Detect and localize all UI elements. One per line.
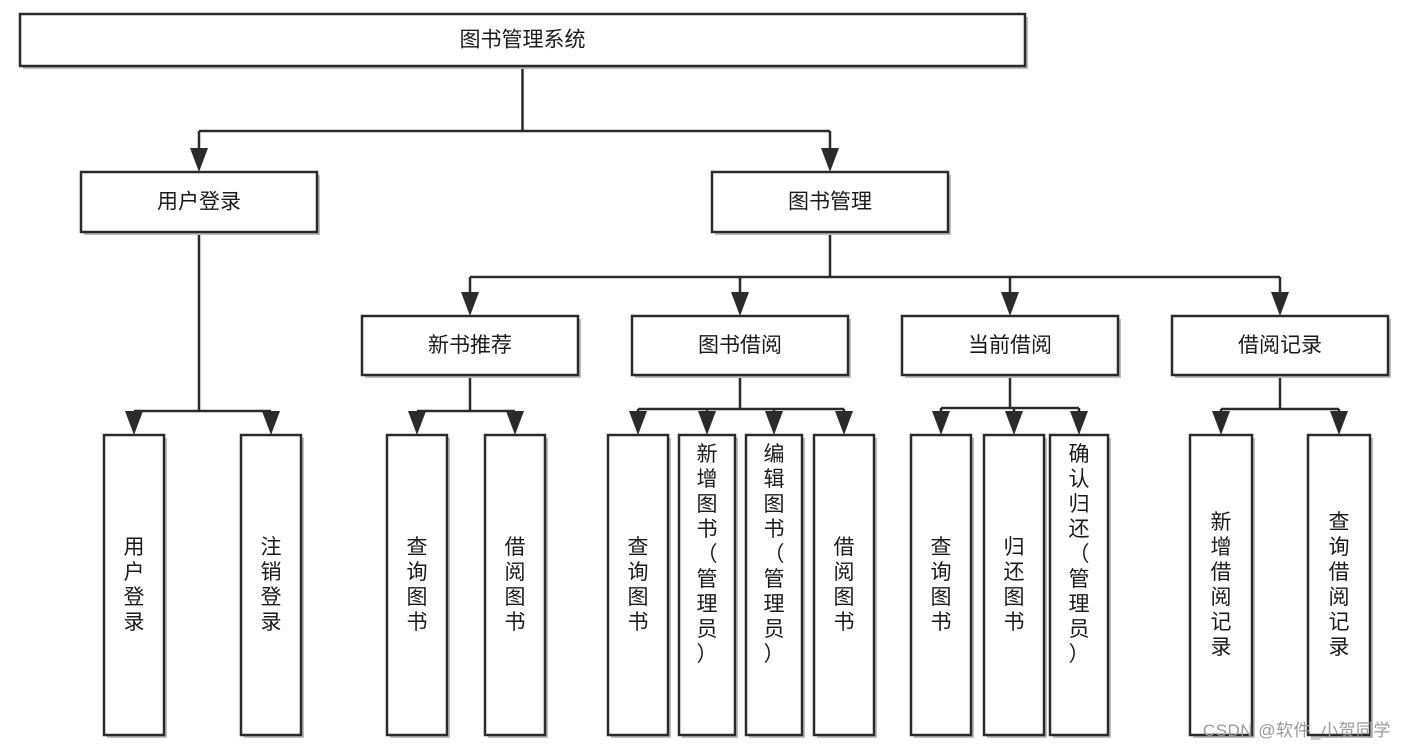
node-借阅记录[interactable]: 借阅记录: [1170, 314, 1391, 378]
node-box[interactable]: [79, 170, 319, 234]
node-label: 新增借阅记录: [1211, 511, 1232, 659]
node-编辑图书管理员[interactable]: 编辑图书（管理员）: [744, 433, 805, 738]
node-label: 图书管理系统: [460, 29, 586, 52]
node-box[interactable]: [18, 12, 1027, 68]
connector-group-n4: [629, 375, 853, 435]
node-确认归还管理员[interactable]: 确认归还（管理员）: [1048, 433, 1111, 738]
node-label: 用户登录: [124, 536, 145, 634]
node-label: 图书借阅: [698, 334, 782, 357]
node-查询借阅记录[interactable]: 查询借阅记录: [1306, 433, 1373, 738]
node-注销登录[interactable]: 注销登录: [239, 433, 304, 738]
node-box[interactable]: [1170, 314, 1390, 377]
node-查询图书[interactable]: 查询图书: [909, 433, 974, 738]
connector-group-n5: [932, 375, 1088, 435]
node-box[interactable]: [630, 314, 850, 377]
node-box[interactable]: [385, 433, 449, 737]
node-新增借阅记录[interactable]: 新增借阅记录: [1188, 433, 1255, 738]
node-box[interactable]: [239, 433, 303, 737]
node-label: 借阅图书: [834, 536, 855, 634]
node-当前借阅[interactable]: 当前借阅: [900, 314, 1121, 378]
connector-layer: [125, 66, 1348, 435]
node-box[interactable]: [1306, 433, 1372, 737]
node-box[interactable]: [710, 170, 950, 234]
node-label: 注销登录: [261, 536, 282, 634]
node-归还图书[interactable]: 归还图书: [982, 433, 1047, 738]
node-box[interactable]: [982, 433, 1046, 737]
node-label: 查询图书: [931, 536, 952, 634]
connector-group-n2: [461, 232, 1289, 316]
node-box[interactable]: [1188, 433, 1254, 737]
node-用户登录[interactable]: 用户登录: [102, 433, 167, 738]
connector-group-n1: [125, 232, 280, 435]
node-box[interactable]: [909, 433, 973, 737]
node-box[interactable]: [360, 314, 580, 377]
node-label: 用户登录: [157, 191, 241, 214]
node-查询图书[interactable]: 查询图书: [385, 433, 450, 738]
node-借阅图书[interactable]: 借阅图书: [483, 433, 548, 738]
connector-group-n0: [190, 66, 839, 172]
node-图书管理[interactable]: 图书管理: [710, 170, 951, 235]
node-box[interactable]: [1048, 433, 1110, 737]
node-label: 确认归还（管理员）: [1069, 443, 1090, 666]
connector-group-n3: [408, 375, 524, 435]
node-图书借阅[interactable]: 图书借阅: [630, 314, 851, 378]
node-label: 查询借阅记录: [1329, 511, 1350, 659]
node-新书推荐[interactable]: 新书推荐: [360, 314, 581, 378]
node-box[interactable]: [606, 433, 670, 737]
node-label: 新增图书（管理员）: [697, 443, 718, 666]
node-label: 归还图书: [1004, 536, 1025, 634]
node-layer: 图书管理系统用户登录图书管理新书推荐图书借阅当前借阅借阅记录用户登录注销登录查询…: [18, 12, 1391, 738]
node-查询图书[interactable]: 查询图书: [606, 433, 671, 738]
node-label: 编辑图书（管理员）: [764, 443, 785, 666]
connector-group-n6: [1212, 375, 1348, 435]
node-label: 当前借阅: [968, 334, 1052, 357]
node-box[interactable]: [900, 314, 1120, 377]
node-box[interactable]: [483, 433, 547, 737]
node-box[interactable]: [677, 433, 737, 737]
node-label: 查询图书: [628, 536, 649, 634]
node-label: 新书推荐: [428, 334, 512, 357]
node-label: 借阅图书: [505, 536, 526, 634]
node-box[interactable]: [744, 433, 804, 737]
node-box[interactable]: [812, 433, 876, 737]
node-用户登录[interactable]: 用户登录: [79, 170, 320, 235]
node-label: 图书管理: [788, 191, 872, 214]
node-借阅图书[interactable]: 借阅图书: [812, 433, 877, 738]
node-新增图书管理员[interactable]: 新增图书（管理员）: [677, 433, 738, 738]
node-label: 查询图书: [407, 536, 428, 634]
node-图书管理系统[interactable]: 图书管理系统: [18, 12, 1028, 69]
node-box[interactable]: [102, 433, 166, 737]
node-label: 借阅记录: [1238, 334, 1322, 357]
